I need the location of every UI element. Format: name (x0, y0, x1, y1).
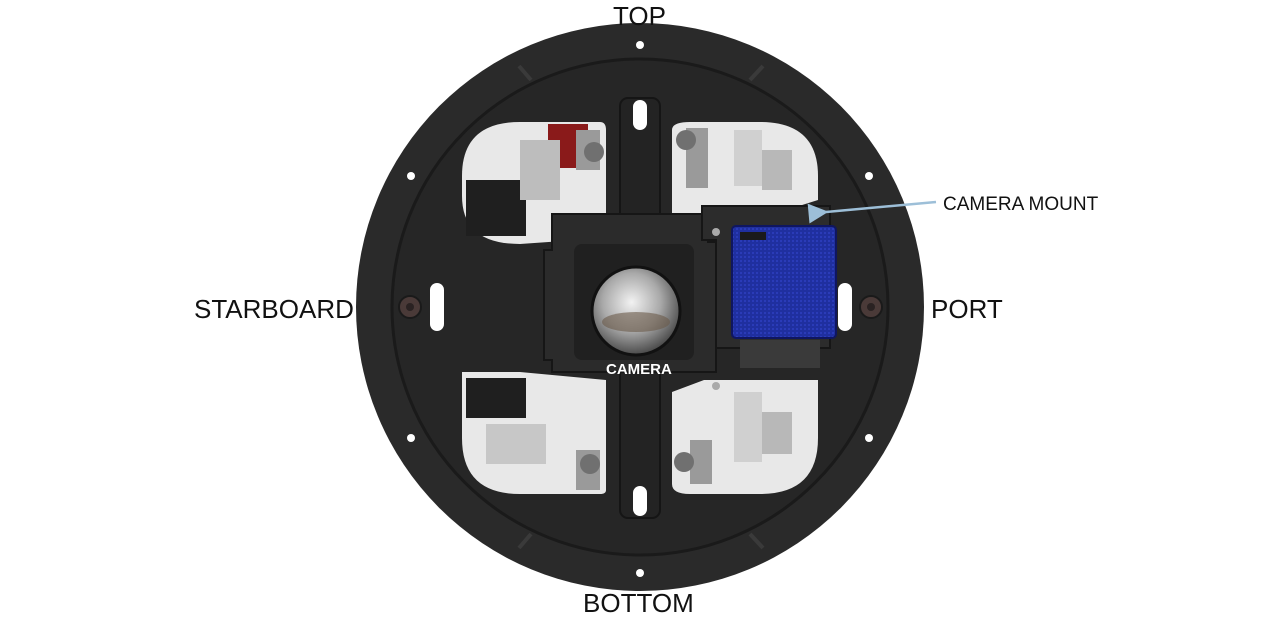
mount-hole (636, 41, 644, 49)
mount-hole (636, 569, 644, 577)
mount-hole (865, 172, 873, 180)
label-top: TOP (613, 1, 666, 31)
mount-hole (865, 434, 873, 442)
label-camera-mount: CAMERA MOUNT (943, 194, 1099, 215)
camera-lens (590, 265, 682, 357)
camera-mount-pointer (807, 200, 937, 224)
internal-hardware (466, 124, 792, 490)
label-starboard: STARBOARD (194, 294, 354, 324)
mount-hole (407, 434, 415, 442)
label-bottom: BOTTOM (583, 588, 694, 618)
label-camera: CAMERA (606, 361, 672, 378)
mount-hole (407, 172, 415, 180)
camera-mount (701, 205, 837, 390)
label-port: PORT (931, 294, 1003, 324)
